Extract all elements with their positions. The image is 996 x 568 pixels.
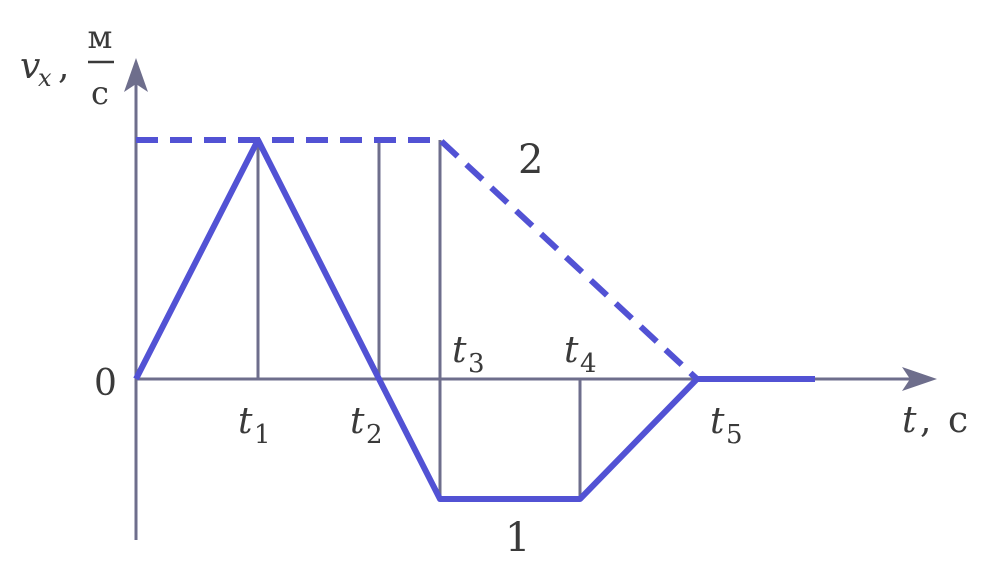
x-axis-var: t xyxy=(902,400,917,441)
t5-label-var: t xyxy=(710,401,725,442)
y-axis-sub: x xyxy=(38,64,52,92)
t2-label-sub: 2 xyxy=(366,420,383,450)
x-axis-arrow-icon xyxy=(902,367,937,391)
graph-1-solid-line xyxy=(133,137,815,502)
y-axis-var: v xyxy=(20,46,40,87)
graph-2-label: 2 xyxy=(518,137,543,183)
y-axis-arrow-icon xyxy=(124,58,148,92)
t2-label-var: t xyxy=(350,401,365,442)
y-axis-unit-numerator: м xyxy=(88,18,113,56)
x-axis-unit: с xyxy=(948,400,968,441)
t4-label-var: t xyxy=(564,330,579,371)
y-axis-sep: , xyxy=(58,46,69,87)
y-axis-unit-denominator: с xyxy=(91,74,109,112)
t3-label-var: t xyxy=(452,330,467,371)
t4-label-sub: 4 xyxy=(580,349,597,379)
t3-label-sub: 3 xyxy=(468,349,485,379)
t1-label-sub: 1 xyxy=(254,420,271,450)
x-axis-sep: , xyxy=(920,400,931,441)
t1-label-var: t xyxy=(238,401,253,442)
origin-label: 0 xyxy=(94,363,117,404)
t5-label-sub: 5 xyxy=(726,420,743,450)
graph-2-dashed-line xyxy=(136,137,700,382)
graph-1-label: 1 xyxy=(505,515,530,561)
